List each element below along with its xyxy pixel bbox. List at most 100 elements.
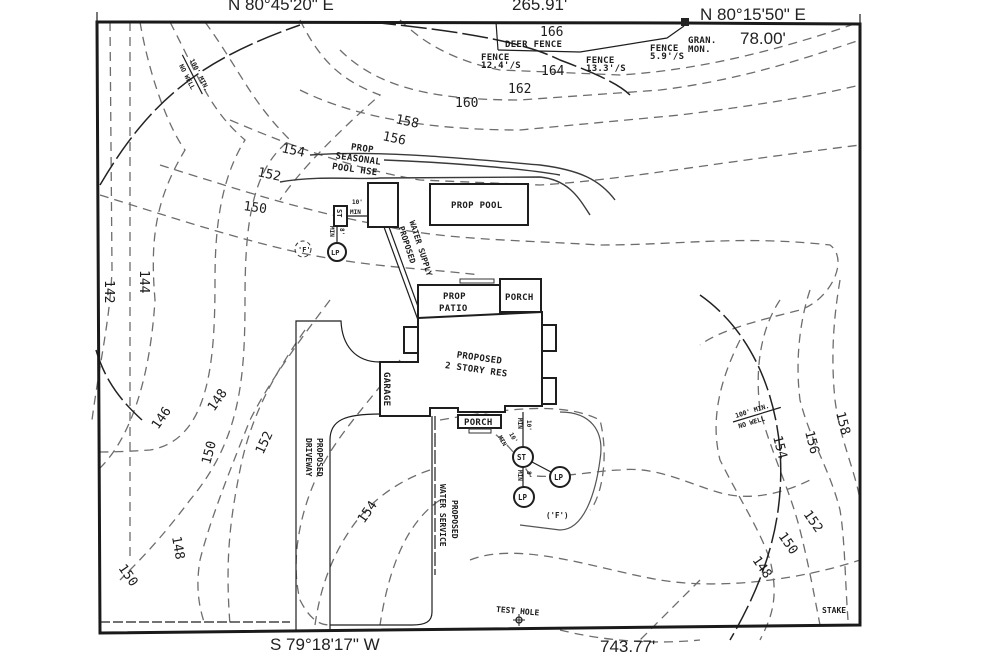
no-well-label-northwest: 100' MIN. NO WELL (177, 54, 211, 95)
front-porch-label: PORCH (464, 418, 493, 428)
test-hole-marker (513, 614, 525, 626)
svg-text:PROPOSED: PROPOSED (315, 438, 324, 477)
well-radius-northwest (99, 24, 301, 186)
proposed-driveway (295, 320, 433, 630)
contour-label-152-top: 152 (256, 165, 282, 185)
bay-window-east-1 (541, 324, 557, 352)
solid-contour-156 (383, 159, 561, 176)
deer-fence-label: DEER FENCE (505, 40, 562, 50)
svg-text:PROPOSED: PROPOSED (450, 500, 459, 539)
contour-lines (91, 19, 861, 643)
fence-b-height: 13.3'/S (586, 64, 626, 74)
no-well-label-southeast: 100' MIN. NO WELL (732, 402, 781, 430)
contour-label-148-low: 148 (168, 535, 187, 561)
water-supply-label: PROPOSED WATER SUPPLY (397, 220, 434, 278)
distance-bottom: 743.77' (600, 637, 655, 656)
stake-label: STAKE (822, 606, 846, 615)
contour-label-144: 144 (136, 270, 151, 294)
septic-tank-south-label: ST (517, 453, 527, 462)
granite-monument (681, 18, 689, 26)
north-min-10-b: MIN (350, 209, 361, 216)
contour-label-152-mid: 152 (253, 429, 277, 457)
contour-label-162: 162 (508, 82, 531, 97)
patio-label-2: PATIO (439, 304, 468, 314)
septic-tank-north-label: ST (335, 209, 343, 217)
well-radius-northwest-right (369, 21, 631, 96)
svg-text:PROP: PROP (350, 143, 374, 156)
monument-label-1: GRAN. (688, 36, 717, 46)
rear-steps (459, 278, 495, 284)
fence-a-label: FENCE (481, 53, 510, 63)
front-steps (468, 428, 492, 434)
front-porch (457, 414, 502, 429)
deer-fence: DEER FENCE FENCE 12.4'/S FENCE 13.3'/S F… (481, 21, 717, 74)
septic-area-boundary (519, 411, 602, 531)
leaching-pit-north (327, 242, 347, 262)
south-min-10b-b: MIN (496, 435, 508, 448)
north-min-8-b: MIN (328, 226, 335, 237)
contour-label-158-right: 158 (832, 410, 853, 437)
property-boundary (95, 20, 862, 635)
garage-label: GARAGE (381, 372, 391, 406)
south-min-10a: 10' (525, 420, 532, 431)
leaching-pit-south-east-label: LP (554, 473, 564, 482)
svg-text:WATER SERVICE: WATER SERVICE (438, 484, 447, 547)
leaching-pit-south (513, 486, 535, 508)
leaching-pit-south-east (549, 466, 571, 488)
svg-text:100' MIN.: 100' MIN. (734, 402, 770, 420)
patio-label-1: PROP (443, 292, 466, 302)
contour-label-146: 146 (149, 404, 175, 432)
svg-text:DRIVEWAY: DRIVEWAY (304, 438, 313, 477)
test-hole-label: TEST HOLE (496, 605, 540, 618)
south-min-10b: 10' (507, 432, 518, 445)
contour-label-158-top: 158 (394, 112, 420, 132)
contour-label-150-mid: 150 (199, 439, 220, 466)
contour-label-148-mid: 148 (205, 386, 231, 414)
contour-label-150-low: 150 (115, 562, 141, 590)
bearing-bottom: S 79°18'17" W (270, 635, 380, 654)
monument-label-2: MON. (688, 45, 711, 55)
future-field-north (294, 240, 312, 258)
contour-label-156-top: 156 (381, 129, 407, 149)
fence-c-label: FENCE (650, 44, 679, 54)
proposed-pool (429, 183, 529, 226)
rear-porch (499, 278, 542, 313)
future-field-north-label: 'F' (298, 246, 311, 254)
septic-connector-south-2 (531, 461, 552, 473)
contour-label-142: 142 (101, 280, 116, 303)
south-min-8-b: MIN (516, 470, 523, 481)
south-min-10a-b: MIN (516, 418, 523, 429)
rear-porch-label: PORCH (505, 293, 534, 303)
north-min-8: 8' (338, 228, 345, 235)
fence-c-height: 5.9'/S (650, 52, 684, 62)
contour-label-150-top: 150 (242, 199, 267, 217)
solid-contour-154 (309, 152, 616, 201)
contour-label-164: 164 (541, 64, 565, 79)
leaching-pit-north-label: LP (331, 249, 339, 257)
septic-tank-south (512, 446, 534, 468)
contour-label-154-mid: 154 (355, 498, 381, 526)
solid-contour-152 (279, 176, 591, 216)
pool-house-label: PROP SEASONAL POOL HSE (331, 143, 381, 179)
bearing-top-left: N 80°45'20" E (228, 0, 334, 14)
distance-right: 78.00' (740, 29, 786, 48)
water-supply-line-2 (388, 226, 421, 313)
contour-label-150-right: 150 (775, 530, 801, 558)
leaching-pit-south-label: LP (518, 493, 528, 502)
contour-label-152-right: 152 (800, 508, 826, 536)
fence-a-height: 12.4'/S (481, 61, 521, 71)
bay-window-west (403, 326, 419, 354)
future-field-south-label: ('F') (546, 511, 569, 520)
contour-label-148-right: 148 (749, 554, 775, 582)
fence-b-label: FENCE (586, 56, 615, 66)
well-radius-west-edge (95, 349, 143, 421)
driveway-label: PROPOSED DRIVEWAY (304, 438, 324, 477)
contour-label-154-top: 154 (280, 141, 306, 161)
bay-window-east-2 (541, 377, 557, 405)
contour-label-154-right: 154 (769, 434, 790, 461)
south-min-8: 8' (525, 471, 532, 478)
distance-top: 265.91' (512, 0, 567, 14)
pool-house (367, 182, 399, 228)
contour-label-156-right: 156 (801, 429, 822, 456)
